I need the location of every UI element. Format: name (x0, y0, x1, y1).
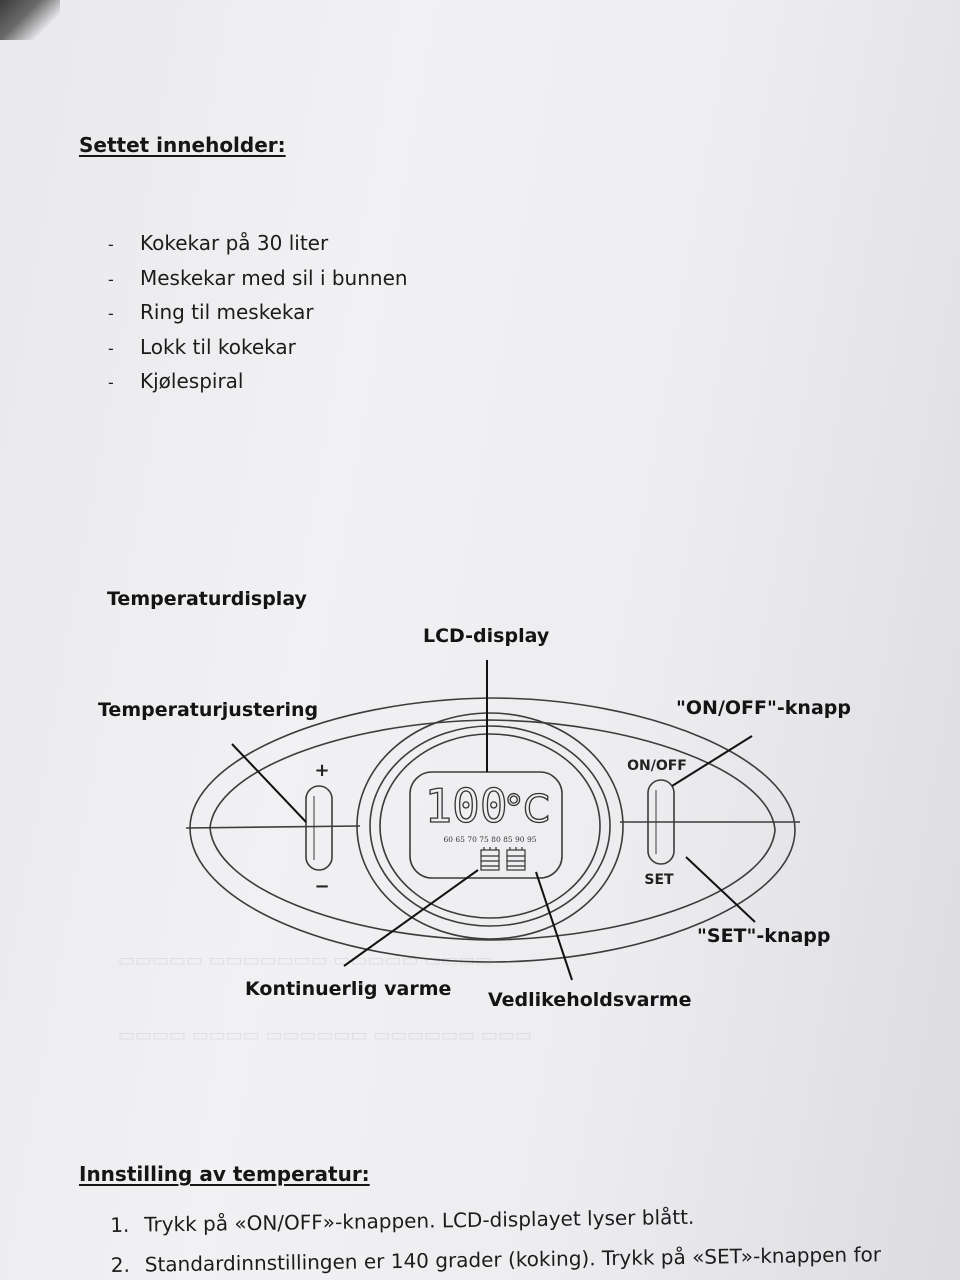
panel-midline (185, 825, 361, 829)
leader-continuous-heat (343, 869, 479, 967)
list-bullet: - (108, 373, 114, 392)
settings-heading: Innstilling av temperatur: (79, 1162, 370, 1186)
maintenance-heat-icon (506, 847, 526, 871)
list-item: - Ring til meskekar (108, 295, 408, 330)
lcd-middle-ring (369, 725, 611, 927)
leader-temperature-adjustment (231, 743, 307, 823)
set-text: SET (644, 872, 674, 888)
lcd-inner-ring (379, 733, 601, 919)
label-temperature-adjustment: Temperaturjustering (98, 699, 319, 721)
list-item: - Kokekar på 30 liter (108, 226, 408, 261)
panel-inner-outline (209, 719, 776, 941)
step-number: 2. (110, 1252, 131, 1277)
list-item-text: Kjølespiral (140, 369, 244, 393)
list-item: - Meskekar med sil i bunnen (108, 261, 408, 296)
list-item-text: Meskekar med sil i bunnen (140, 265, 408, 290)
list-item-text: Kokekar på 30 liter (140, 231, 329, 255)
lcd-outer-ring (356, 712, 624, 940)
label-set-button: "SET"-knapp (697, 925, 831, 947)
leader-on-off (671, 735, 753, 787)
label-continuous-heat: Kontinuerlig varme (245, 978, 452, 1000)
lcd-temperature-value: 100 (424, 779, 507, 833)
bleed-through-shadow: ▭▭▭▭ ▭▭▭▭ ▭▭▭▭▭▭ ▭▭▭▭▭▭ ▭▭▭ (118, 1025, 533, 1046)
lcd-scale: 60 65 70 75 80 85 90 95 (443, 835, 536, 844)
list-item: - Lokk til kokekar (108, 330, 408, 365)
on-off-set-button (647, 779, 675, 865)
leader-maintenance-heat (535, 871, 573, 981)
list-bullet: - (108, 269, 114, 289)
step-number: 1. (110, 1212, 130, 1237)
label-lcd-display: LCD-display (423, 625, 550, 647)
page-corner-shadow (0, 0, 60, 40)
list-item-text: Ring til meskekar (140, 300, 314, 324)
leader-set (685, 856, 756, 923)
contents-heading: Settet inneholder: (79, 133, 286, 157)
continuous-heat-icon (480, 847, 500, 871)
temperature-button (305, 785, 333, 871)
minus-symbol: − (314, 876, 329, 897)
label-on-off-button: "ON/OFF"-knapp (676, 697, 851, 719)
diagram-title: Temperaturdisplay (107, 588, 307, 610)
panel-outer-outline (189, 697, 796, 963)
list-item-text: Lokk til kokekar (140, 334, 296, 359)
label-maintenance-heat: Vedlikeholdsvarme (488, 989, 692, 1011)
plus-symbol: + (314, 760, 329, 781)
on-off-text: ON/OFF (627, 758, 687, 774)
settings-steps: 1. Trykk på «ON/OFF»-knappen. LCD-display… (110, 1197, 881, 1280)
contents-list: - Kokekar på 30 liter - Meskekar med sil i… (108, 226, 408, 399)
list-bullet: - (108, 338, 114, 358)
step-text: Standardinnstillingen er 140 grader (kok… (144, 1242, 882, 1277)
list-item: - Kjølespiral (108, 364, 408, 399)
list-bullet: - (108, 304, 114, 323)
lcd-temperature-unit: °C (504, 787, 550, 831)
list-bullet: - (108, 235, 114, 254)
step-text: Trykk på «ON/OFF»-knappen. LCD-displayet… (144, 1204, 695, 1237)
